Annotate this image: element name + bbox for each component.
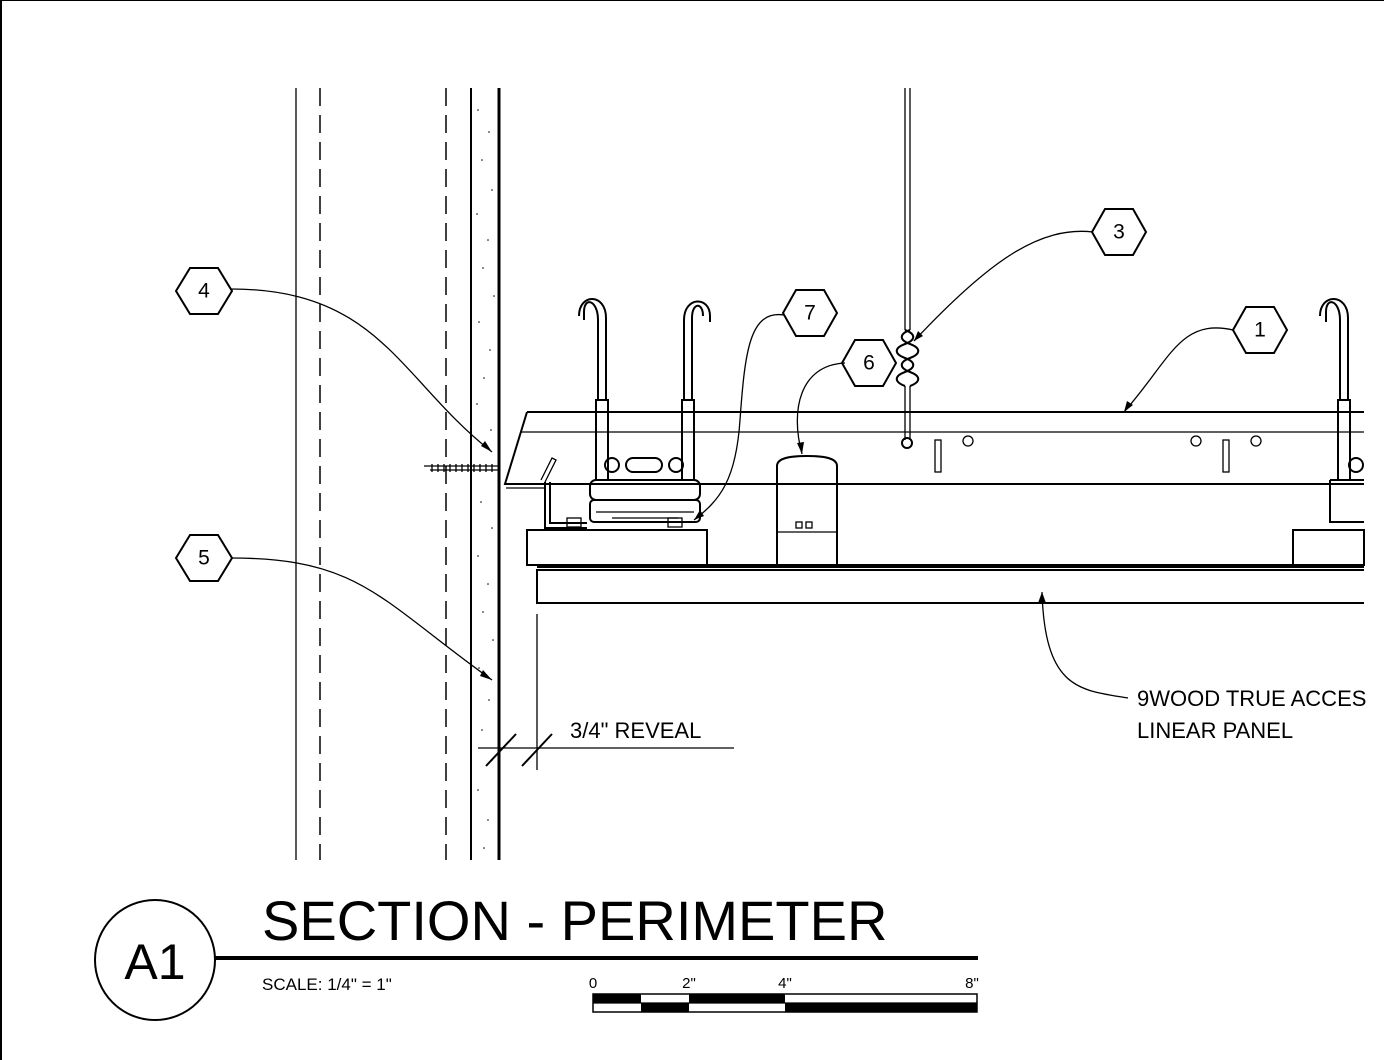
callout-7-label: 7 (804, 302, 816, 325)
callout-5-label: 5 (198, 547, 210, 570)
callout-6: 6 (840, 339, 898, 387)
wall-assembly (295, 88, 501, 860)
reveal-note: 3/4" REVEAL (570, 718, 701, 743)
callout-3: 3 (1090, 208, 1148, 256)
callout-1-label: 1 (1254, 319, 1266, 342)
scale-tick-4: 4" (778, 975, 792, 992)
linear-panel (536, 564, 1364, 604)
section-tag: A1 (124, 934, 185, 990)
callout-7: 7 (781, 289, 839, 337)
scale-tick-2: 2" (682, 975, 696, 992)
panel-note-line1: 9WOOD TRUE ACCES (1137, 686, 1366, 711)
title-block: A1 SECTION - PERIMETER SCALE: 1/4" = 1" (94, 889, 978, 1021)
callout-6-label: 6 (863, 352, 875, 375)
callout-5: 5 (174, 534, 234, 582)
callout-1: 1 (1231, 306, 1289, 354)
gypsum-board-stipple (476, 109, 495, 849)
scale-tick-0: 0 (589, 975, 597, 992)
callout-4: 4 (174, 267, 234, 315)
reveal-dimension: 3/4" REVEAL (478, 614, 734, 770)
section-title: SECTION - PERIMETER (262, 889, 887, 952)
panel-note-line2: LINEAR PANEL (1137, 718, 1293, 743)
leaders (230, 230, 1234, 699)
main-carrier (503, 411, 1364, 489)
arrowheads (480, 331, 1133, 680)
scale-note: SCALE: 1/4" = 1" (262, 975, 392, 994)
wall-angle (540, 457, 587, 529)
scale-bar: 0 2" 4" 8" (589, 975, 979, 1013)
scale-tick-8: 8" (965, 975, 979, 992)
panel-note: 9WOOD TRUE ACCES LINEAR PANEL (1137, 686, 1366, 743)
carrier-clip-left (566, 298, 711, 528)
hanger-wire (895, 88, 920, 440)
callout-3-label: 3 (1113, 221, 1125, 244)
callout-4-label: 4 (198, 280, 210, 303)
screw (424, 464, 499, 472)
